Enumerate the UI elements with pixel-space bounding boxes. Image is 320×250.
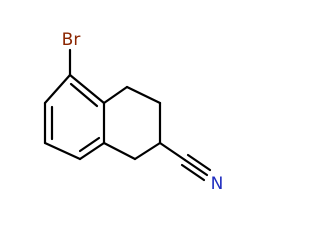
bond-cn-triple-lower [180, 163, 206, 182]
bond-c8-c8a-inner [78, 136, 101, 153]
bond-c4a-c5-inner [69, 82, 99, 108]
structure-diagram: Br N [43, 30, 224, 194]
bond-c8-c8a [78, 141, 106, 161]
bond-c4a-c5 [68, 73, 106, 105]
bond-c2-c1 [133, 141, 162, 161]
molecule-canvas: Br N [43, 30, 224, 194]
bond-cn-triple-center [183, 158, 209, 177]
bond-cn-triple-upper [186, 153, 212, 172]
nitrogen-atom-label: N [211, 174, 224, 194]
bromine-atom-label: Br [62, 30, 81, 50]
bond-c2-cn [158, 141, 187, 162]
bond-c4a-c4 [102, 85, 129, 105]
bond-c7-c8 [43, 141, 82, 161]
bond-c5-c6 [43, 73, 72, 105]
bond-c4-c3 [125, 85, 162, 105]
bond-c1-c8a [102, 141, 137, 161]
